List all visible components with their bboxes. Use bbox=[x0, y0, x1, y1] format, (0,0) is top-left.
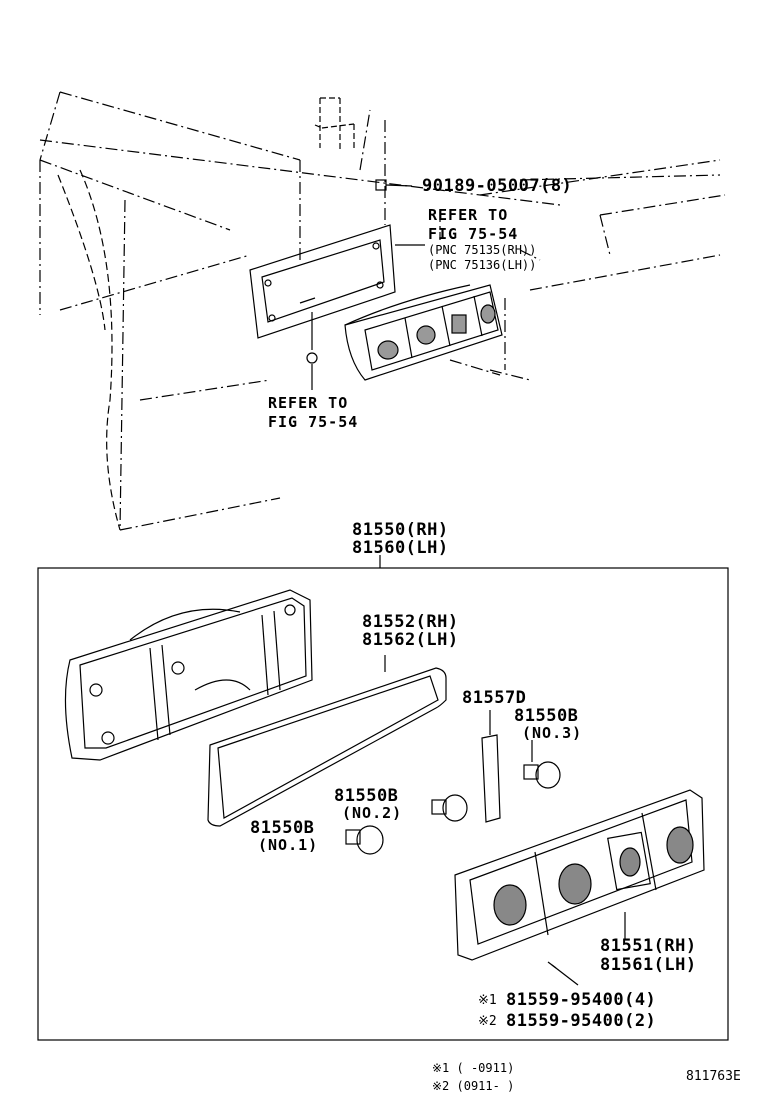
lamp-lens bbox=[454, 789, 705, 961]
screw2-part-number[interactable]: 81559-95400(2) bbox=[506, 1011, 657, 1031]
gasket-rh-part-number[interactable]: 81552(RH) bbox=[362, 612, 459, 632]
refer-bottom-line2[interactable]: FIG 75-54 bbox=[268, 413, 359, 431]
screw-icon bbox=[547, 961, 579, 986]
screw1-mark: ※1 bbox=[478, 993, 497, 1008]
bulb1-position: (NO.1) bbox=[258, 836, 319, 854]
screw1-part-number[interactable]: 81559-95400(4) bbox=[506, 990, 657, 1010]
bulb3-position: (NO.3) bbox=[522, 724, 583, 742]
lamp-housing bbox=[64, 589, 313, 761]
footnote-1: ※1 ( -0911) bbox=[432, 1061, 515, 1075]
footnote-2: ※2 (0911- ) bbox=[432, 1079, 515, 1093]
fender-curve bbox=[79, 169, 121, 531]
bulb2-position: (NO.2) bbox=[342, 804, 403, 822]
gasket-lh-part-number[interactable]: 81562(LH) bbox=[362, 630, 459, 650]
figure-code: 811763E bbox=[686, 1069, 741, 1084]
assy-lh-part-number[interactable]: 81560(LH) bbox=[352, 538, 449, 558]
nut-icon bbox=[375, 179, 413, 191]
reflector-strip bbox=[481, 710, 501, 823]
screw2-mark: ※2 bbox=[478, 1014, 497, 1029]
lens-lh-part-number[interactable]: 81561(LH) bbox=[600, 955, 697, 975]
upper-lamp-assembly bbox=[344, 284, 503, 381]
ref-marker-icon bbox=[306, 352, 318, 364]
bulb-no1-icon bbox=[345, 825, 384, 855]
refer-bottom-line1[interactable]: REFER TO bbox=[268, 394, 349, 412]
lens-gasket bbox=[207, 655, 447, 827]
refer-top-line2[interactable]: FIG 75-54 bbox=[428, 225, 519, 243]
nut-part-number[interactable]: 90189-05007(8) bbox=[422, 176, 573, 196]
bulb-no3-icon bbox=[523, 740, 561, 789]
mounting-bracket bbox=[249, 224, 425, 339]
pnc-lh: (PNC 75136(LH)) bbox=[428, 258, 537, 272]
bulb2-part-number[interactable]: 81550B bbox=[334, 786, 399, 806]
refer-top-line1[interactable]: REFER TO bbox=[428, 206, 509, 224]
exploded-view-frame bbox=[37, 567, 729, 1041]
lens-rh-part-number[interactable]: 81551(RH) bbox=[600, 936, 697, 956]
bulb3-part-number[interactable]: 81550B bbox=[514, 706, 579, 726]
bulb1-part-number[interactable]: 81550B bbox=[250, 818, 315, 838]
assy-rh-part-number[interactable]: 81550(RH) bbox=[352, 520, 449, 540]
reflector-part-number[interactable]: 81557D bbox=[462, 688, 527, 708]
body-post bbox=[314, 97, 355, 150]
bulb-no2-icon bbox=[431, 794, 468, 822]
vehicle-body-outline bbox=[39, 91, 726, 531]
pnc-rh: (PNC 75135(RH)) bbox=[428, 243, 537, 257]
